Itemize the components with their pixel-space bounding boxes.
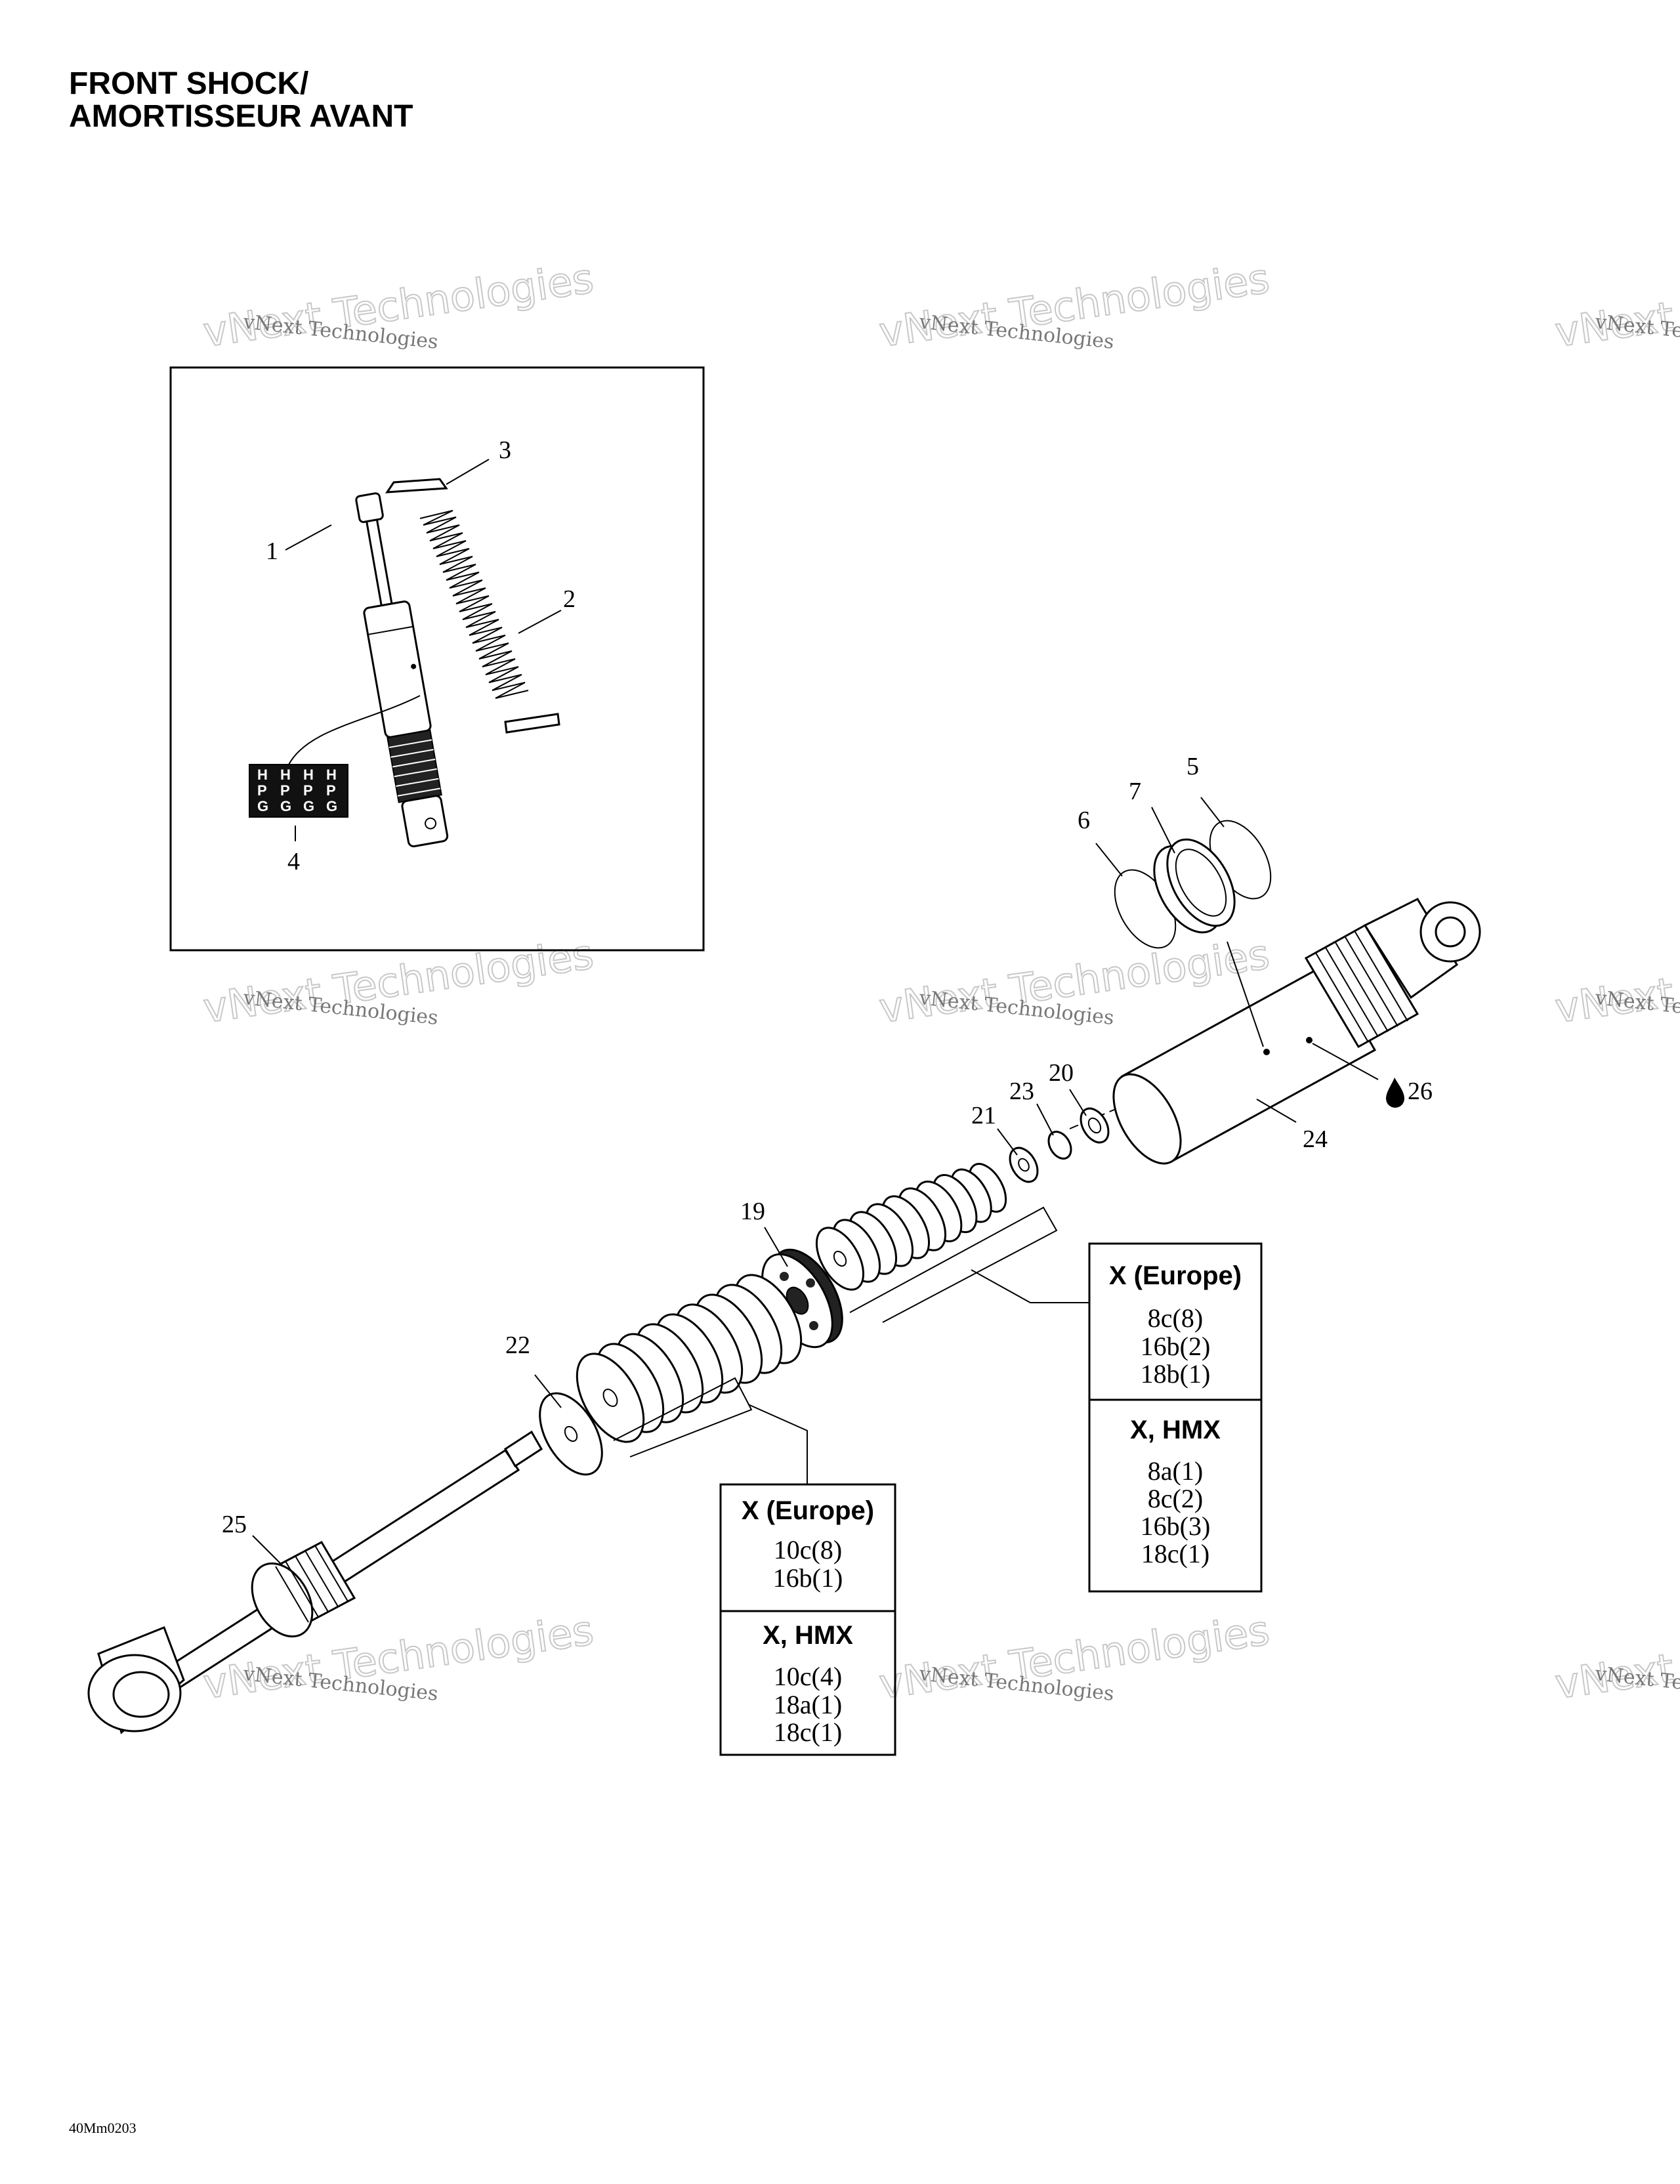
callout-24: 24: [1303, 1125, 1328, 1153]
page-title-line-1: FRONT SHOCK/: [69, 66, 308, 101]
part-20-nut: [1080, 1107, 1110, 1144]
leader-7b: [1227, 941, 1264, 1047]
variant-upper-item: 8c(8): [1148, 1303, 1203, 1333]
exploded-view: 5 6 7 20 23 21 19 22 25 24 26: [87, 753, 1481, 1734]
callout-3: 3: [499, 436, 511, 464]
inset-spring-retainer: [385, 478, 448, 494]
leader-21: [997, 1128, 1018, 1156]
decal-letter-p: P: [326, 782, 336, 799]
variant-upper-item: 8c(2): [1148, 1484, 1203, 1513]
variant-upper-item: 16b(3): [1141, 1511, 1211, 1541]
inset-shock-body: [355, 492, 449, 848]
variant-box-upper: X (Europe) 8c(8) 16b(2) 18b(1) X, HMX 8a…: [1088, 1242, 1263, 1593]
decal-letter-g: G: [257, 798, 268, 814]
variant-upper-item: 18b(1): [1141, 1359, 1211, 1389]
variant-upper-item: 8a(1): [1148, 1456, 1203, 1486]
decal-letter-g: G: [303, 798, 314, 814]
leader-26: [1312, 1043, 1379, 1080]
variant-lower-item: 16b(1): [773, 1563, 843, 1593]
callout-4: 4: [287, 848, 300, 875]
oil-drop-icon: [1386, 1078, 1404, 1108]
decal-letter-p: P: [303, 782, 313, 799]
part-25-bushing: [251, 1541, 356, 1638]
variant-lower-head-europe: X (Europe): [742, 1496, 874, 1525]
leader-24: [1256, 1099, 1297, 1123]
part-7-bearing: [1153, 838, 1236, 934]
part-21-washer: [1009, 1146, 1039, 1183]
bracket-lower: [613, 1377, 808, 1484]
inset-spring: [419, 510, 560, 734]
decal-letter-g: G: [280, 798, 291, 814]
leader-19: [764, 1227, 788, 1267]
callout-20: 20: [1049, 1059, 1074, 1087]
leader-2: [518, 610, 562, 634]
variant-box-lower: X (Europe) 10c(8) 16b(1) X, HMX 10c(4) 1…: [719, 1483, 896, 1756]
leader-4-curve: [288, 695, 421, 765]
decal-letter-p: P: [280, 782, 290, 799]
callout-5: 5: [1186, 753, 1199, 780]
shaft-eye-end: [87, 1626, 185, 1734]
decal-letter-p: P: [257, 782, 267, 799]
callout-1: 1: [266, 537, 278, 565]
leader-5: [1200, 797, 1225, 828]
figure-reference-code: 40Mm0203: [69, 2120, 136, 2136]
variant-lower-item: 10c(4): [774, 1662, 842, 1691]
upper-shim-stack: [815, 1163, 1007, 1291]
part-23-washer: [1047, 1131, 1072, 1160]
leader-1: [285, 524, 332, 551]
leader-23: [1036, 1103, 1054, 1136]
variant-upper-item: 16b(2): [1141, 1332, 1211, 1361]
decal-letter-h: H: [257, 766, 268, 783]
watermark-big: vNext Technologies: [1552, 254, 1680, 356]
variant-lower-item: 10c(8): [774, 1535, 842, 1564]
variant-box-upper-frame: [1088, 1242, 1263, 1593]
page-title-line-2: AMORTISSEUR AVANT: [69, 99, 413, 134]
callout-19: 19: [740, 1198, 765, 1225]
leader-6: [1095, 843, 1123, 877]
variant-upper-head-hmx: X, HMX: [1130, 1416, 1221, 1444]
decal-letter-h: H: [303, 766, 314, 783]
lower-shim-stack: [576, 1274, 803, 1443]
callout-6: 6: [1078, 807, 1090, 834]
variant-lower-item: 18c(1): [774, 1717, 842, 1747]
part-22-washer: [539, 1392, 603, 1476]
variant-upper-item: 18c(1): [1141, 1539, 1209, 1568]
callout-22: 22: [505, 1332, 530, 1359]
inset-decal-label: H P G H P G H P G H P G: [249, 764, 348, 818]
assembly-inset: H P G H P G H P G H P G 1 2 3 4: [169, 366, 705, 952]
decal-letter-h: H: [280, 766, 291, 783]
leader-25: [252, 1535, 283, 1566]
callout-7: 7: [1129, 778, 1141, 805]
callout-2: 2: [563, 585, 576, 613]
decal-letter-g: G: [326, 798, 337, 814]
variant-lower-head-hmx: X, HMX: [763, 1621, 853, 1650]
callout-23: 23: [1009, 1078, 1034, 1105]
leader-3: [446, 459, 490, 485]
variant-box-lower-frame: [719, 1483, 896, 1756]
bracket-upper: [849, 1206, 1089, 1323]
callout-26: 26: [1408, 1078, 1433, 1105]
part-24-cylinder: [1112, 898, 1481, 1165]
leader-20: [1069, 1089, 1087, 1116]
inset-frame: [169, 366, 705, 952]
variant-lower-item: 18a(1): [774, 1690, 842, 1719]
decal-letter-h: H: [326, 766, 337, 783]
leader-22: [534, 1374, 562, 1408]
callout-26-group: 26: [1386, 1078, 1433, 1108]
callout-25: 25: [222, 1511, 247, 1538]
callout-21: 21: [971, 1102, 996, 1129]
leader-7: [1151, 807, 1175, 854]
variant-upper-head-europe: X (Europe): [1109, 1261, 1242, 1290]
watermark-big: vNext Technologies: [1552, 930, 1680, 1032]
watermark-big: vNext Technologies: [1552, 1606, 1680, 1708]
